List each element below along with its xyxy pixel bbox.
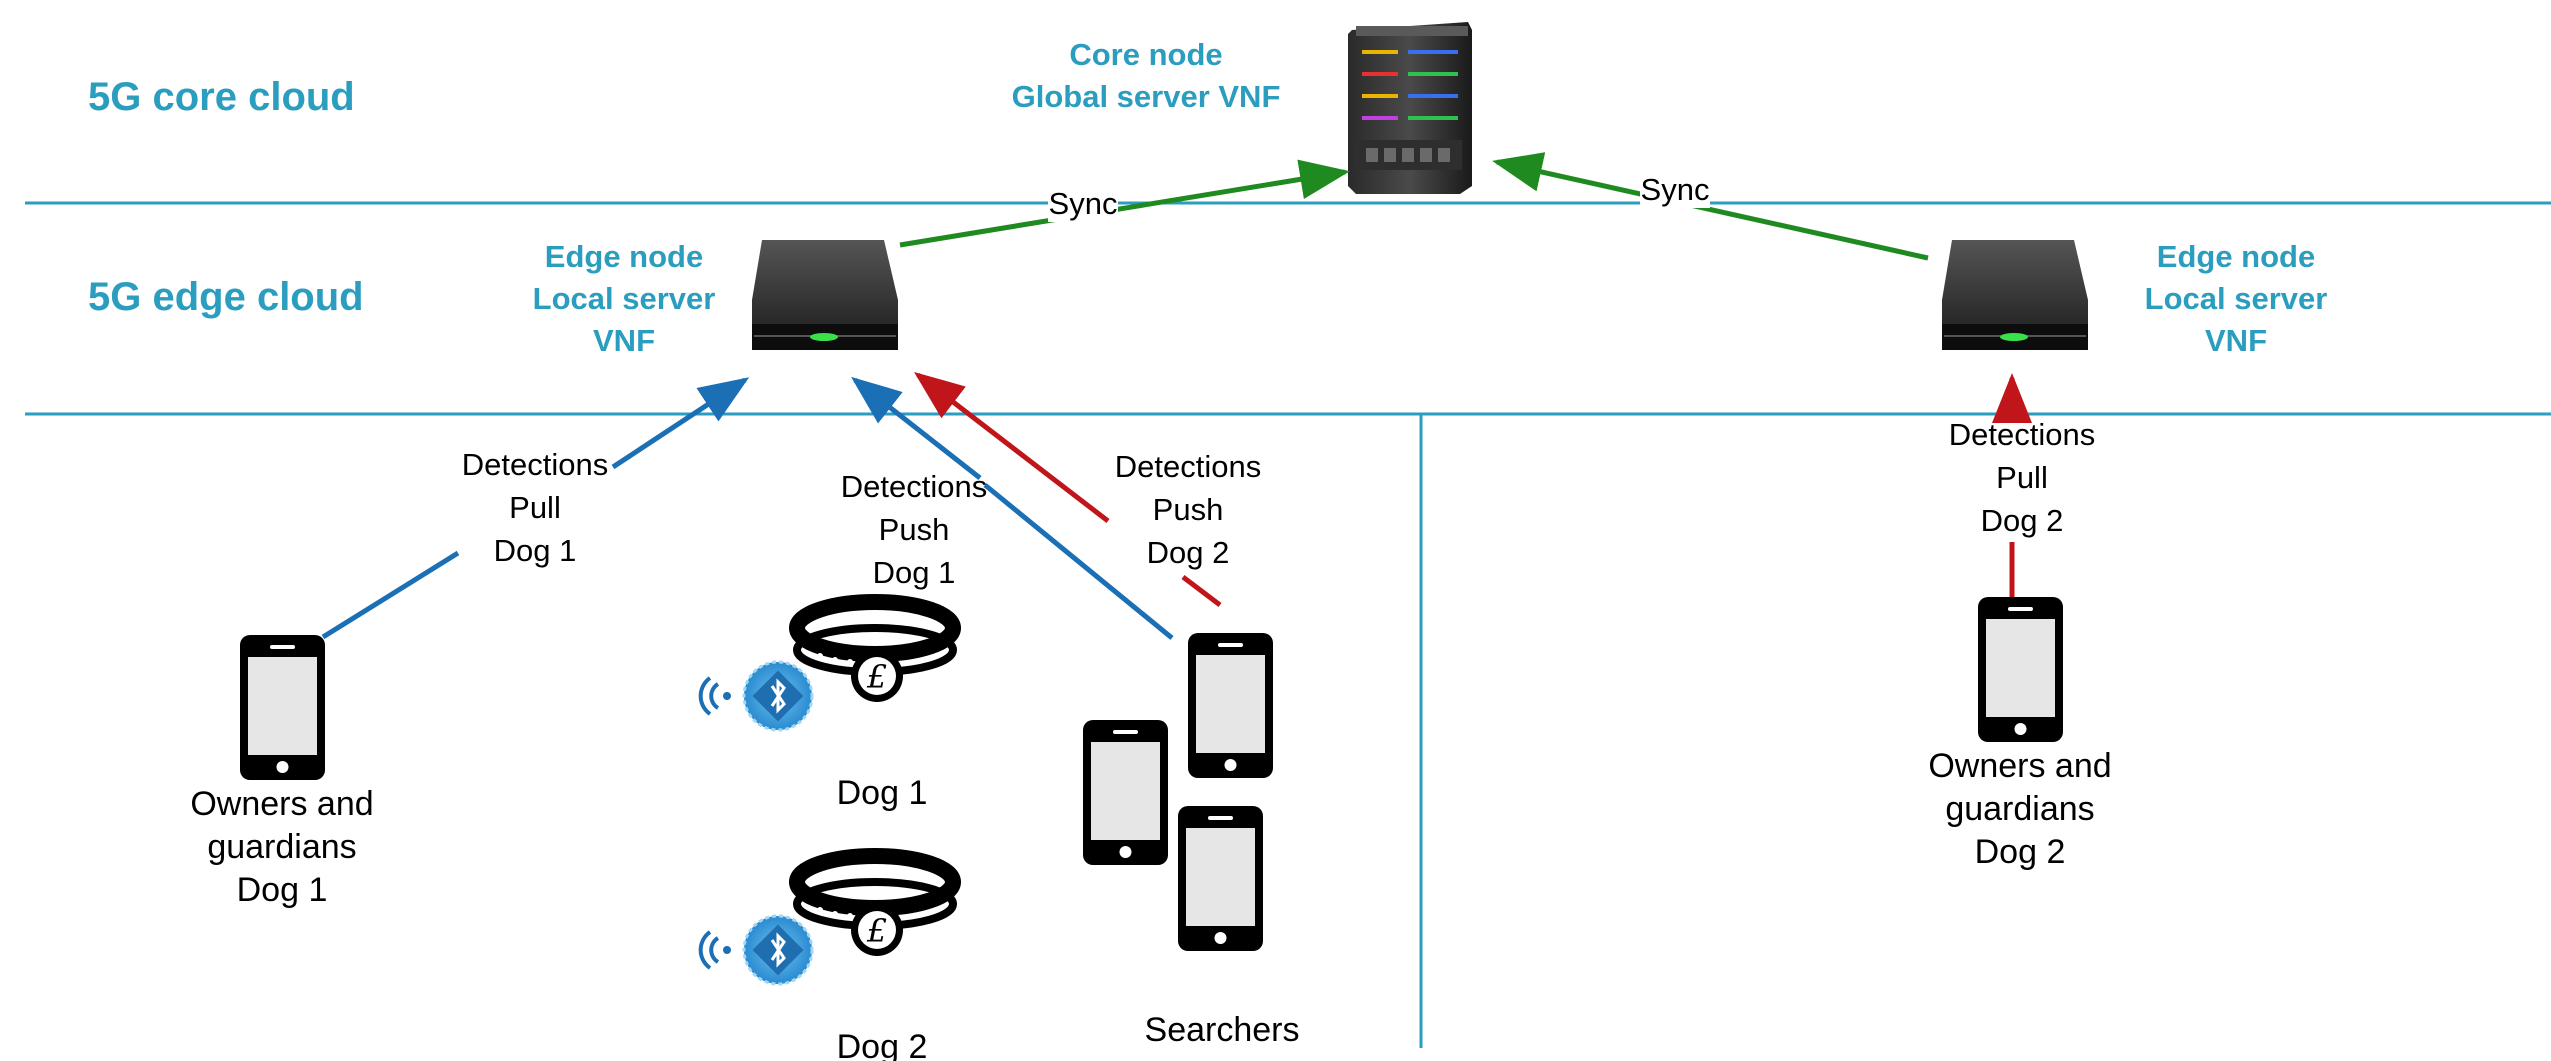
edge-node-left-label: Edge node Local server VNF — [533, 239, 716, 358]
owners-dog2-line-3: Dog 2 — [1975, 833, 2066, 871]
push-dog1-line-3: Dog 1 — [873, 555, 956, 590]
zone-title-edge: 5G edge cloud — [88, 275, 364, 319]
sync-arrow-left — [899, 159, 1350, 248]
smartphone-owner-dog2-icon — [1978, 597, 2063, 742]
push-dog2-line-2: Push — [1153, 492, 1224, 527]
owners-dog1-caption: Owners and guardians Dog 1 — [190, 785, 373, 909]
edge-node-right-line-1: Edge node — [2157, 239, 2315, 274]
pull-dog2-line-3: Dog 2 — [1981, 503, 2064, 538]
sync-label-left: Sync — [1049, 186, 1118, 221]
collar-dog1-caption: Dog 1 — [837, 774, 928, 812]
edge-node-left-line-3: VNF — [593, 323, 655, 358]
pull-dog1-line-2: Pull — [509, 490, 561, 525]
edge-node-right-line-2: Local server — [2145, 281, 2328, 316]
collar-dog1-icon: £ — [698, 594, 961, 732]
searchers-caption: Searchers — [1145, 1011, 1300, 1049]
core-node-line-2: Global server VNF — [1012, 79, 1281, 114]
sync-arrow-right — [1492, 152, 1929, 261]
collar-dog2-caption: Dog 2 — [837, 1028, 928, 1061]
edge-node-left-line-1: Edge node — [545, 239, 703, 274]
zone-title-core: 5G core cloud — [88, 75, 355, 119]
edge-server-right-icon — [1942, 240, 2088, 350]
bluetooth-tag-icon — [698, 660, 814, 732]
smartphone-searcher-3-icon — [1178, 806, 1263, 951]
smartphone-searcher-2-icon — [1083, 720, 1168, 865]
sync-label-right: Sync — [1641, 172, 1710, 207]
core-node-label: Core node Global server VNF — [1012, 37, 1281, 114]
bluetooth-tag-icon — [698, 914, 814, 986]
pull-dog1-line-3: Dog 1 — [494, 533, 577, 568]
edge-node-left-line-2: Local server — [533, 281, 716, 316]
svg-text:£: £ — [866, 658, 887, 696]
smartphone-searcher-1-icon — [1188, 633, 1273, 778]
detections-pull-dog2-label: Detections Pull Dog 2 — [1949, 417, 2095, 538]
owners-dog2-line-1: Owners and — [1928, 747, 2111, 785]
detections-push-dog1-label: Detections Push Dog 1 — [841, 469, 987, 590]
core-server-icon — [1348, 22, 1472, 194]
push-dog1-line-1: Detections — [841, 469, 987, 504]
owners-dog2-line-2: guardians — [1945, 790, 2094, 828]
push-dog2-line-3: Dog 2 — [1147, 535, 1230, 570]
edge-server-left-icon — [752, 240, 898, 350]
pull-dog1-line-1: Detections — [462, 447, 608, 482]
detections-pull-dog1-label: Detections Pull Dog 1 — [462, 447, 608, 568]
push-dog2-line-1: Detections — [1115, 449, 1261, 484]
detections-push-dog2-label: Detections Push Dog 2 — [1115, 449, 1261, 570]
core-node-line-1: Core node — [1069, 37, 1222, 72]
collar-dog2-icon: £ — [698, 848, 961, 986]
svg-text:£: £ — [866, 912, 887, 950]
edge-node-right-label: Edge node Local server VNF — [2145, 239, 2328, 358]
owners-dog1-line-1: Owners and — [190, 785, 373, 823]
smartphone-owner-dog1-icon — [240, 635, 325, 780]
edge-node-right-line-3: VNF — [2205, 323, 2267, 358]
owners-dog2-caption: Owners and guardians Dog 2 — [1928, 747, 2111, 871]
pull-dog1-arrow — [321, 380, 745, 640]
pull-dog2-line-1: Detections — [1949, 417, 2095, 452]
owners-dog1-line-2: guardians — [207, 828, 356, 866]
owners-dog1-line-3: Dog 1 — [237, 871, 328, 909]
push-dog2-arrow — [918, 375, 1222, 607]
push-dog1-line-2: Push — [879, 512, 950, 547]
pull-dog2-line-2: Pull — [1996, 460, 2048, 495]
